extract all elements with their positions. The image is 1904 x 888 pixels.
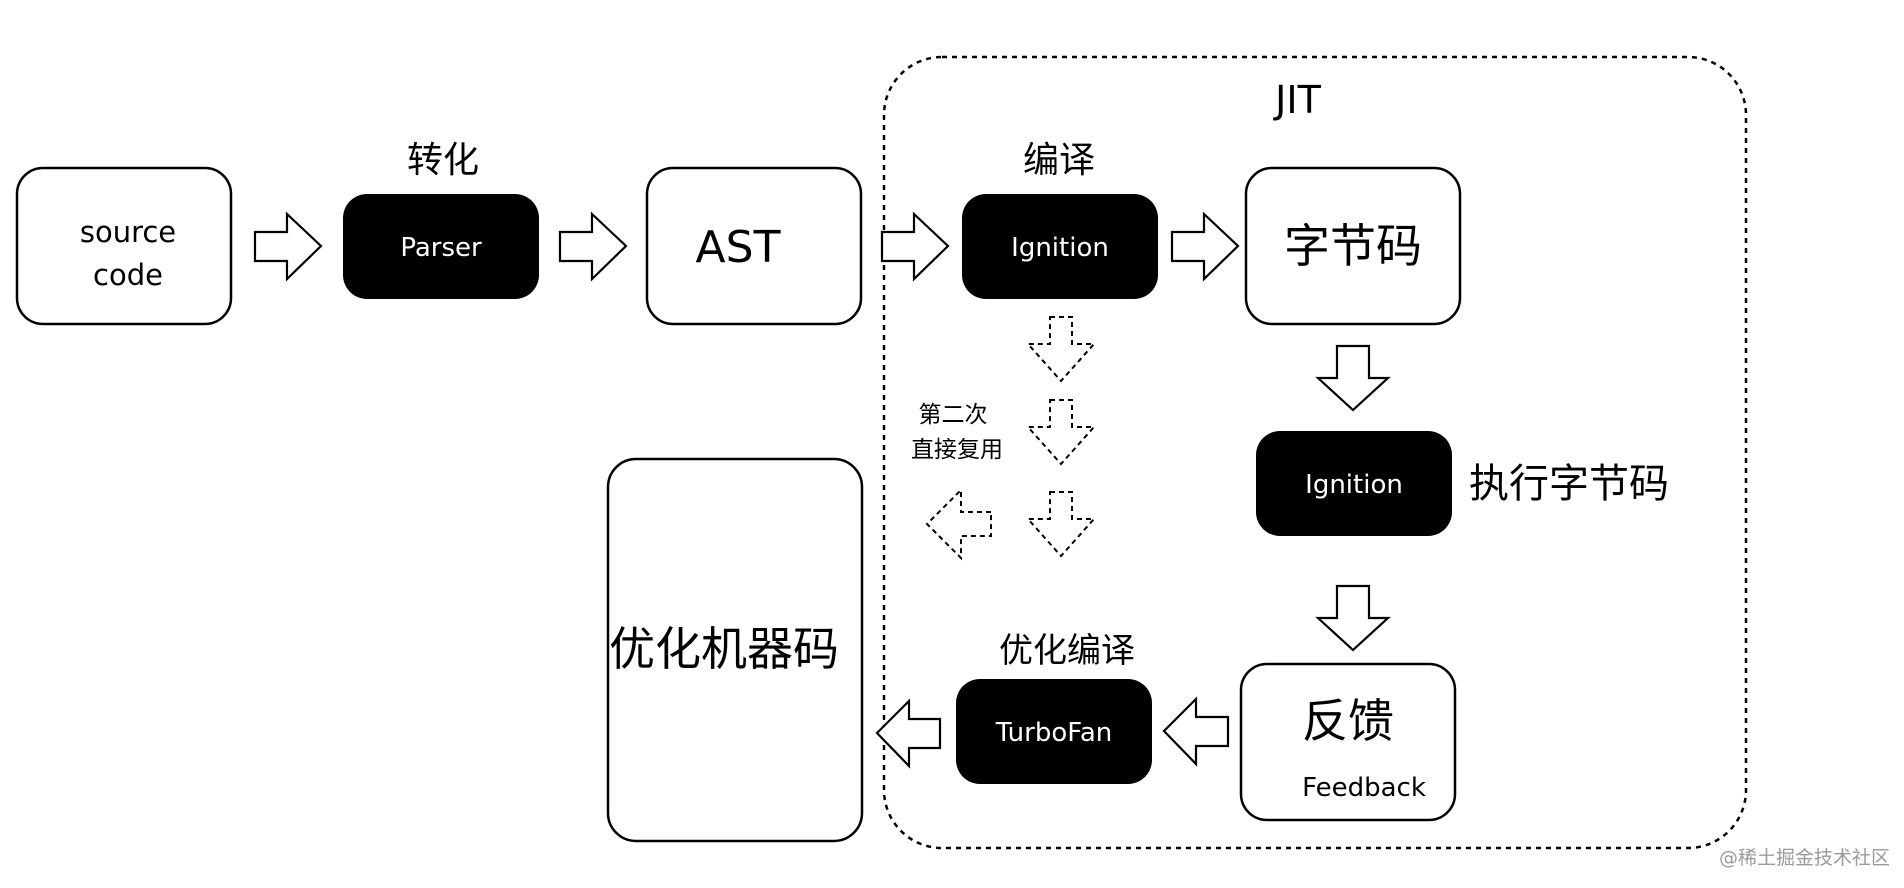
turbofan-caption: 优化编译 (999, 631, 1135, 671)
reuse-note-line2: 直接复用 (911, 437, 1003, 463)
source-code-node (15, 166, 233, 326)
dashed-arrow-down-2 (1025, 399, 1097, 466)
reuse-note-line1: 第二次 (919, 402, 988, 428)
arrow-right-3 (880, 211, 950, 282)
ast-label: AST (696, 222, 781, 273)
jit-region (882, 55, 1748, 850)
arrow-left-2 (875, 698, 942, 769)
turbofan-node (956, 679, 1152, 784)
feedback-sublabel: Feedback (1302, 773, 1426, 803)
bytecode-node (1244, 166, 1462, 326)
arrow-right-2 (558, 211, 628, 282)
arrow-right-4 (1170, 211, 1240, 282)
dashed-arrow-down-3 (1025, 491, 1097, 558)
ast-node (645, 166, 863, 326)
ignition-execute-caption: 执行字节码 (1469, 461, 1669, 507)
parser-label: Parser (400, 233, 482, 263)
arrow-right-1 (253, 211, 323, 282)
ignition-compile-label: Ignition (1011, 233, 1109, 263)
ignition-compile-caption: 编译 (1023, 140, 1095, 181)
arrow-down-1 (1315, 344, 1391, 412)
arrow-down-2 (1315, 584, 1391, 652)
bytecode-label: 字节码 (1284, 219, 1422, 273)
turbofan-label: TurboFan (995, 718, 1113, 748)
jit-label: JIT (1273, 78, 1321, 122)
feedback-label: 反馈 (1302, 694, 1394, 748)
feedback-node (1239, 662, 1457, 822)
ignition-execute-node (1256, 431, 1452, 536)
dashed-arrow-left (925, 487, 992, 561)
dashed-arrow-down-1 (1025, 316, 1097, 383)
optimized-code-node (606, 457, 864, 843)
parser-caption: 转化 (407, 140, 479, 181)
ignition-execute-label: Ignition (1305, 470, 1403, 500)
watermark: @稀土掘金技术社区 (1719, 847, 1890, 869)
ignition-compile-node (962, 194, 1158, 299)
source-code-label-line1: source (80, 215, 176, 249)
parser-node (343, 194, 539, 299)
arrow-left-1 (1162, 696, 1230, 767)
source-code-label-line2: code (93, 258, 163, 292)
optimized-code-label: 优化机器码 (609, 622, 839, 676)
